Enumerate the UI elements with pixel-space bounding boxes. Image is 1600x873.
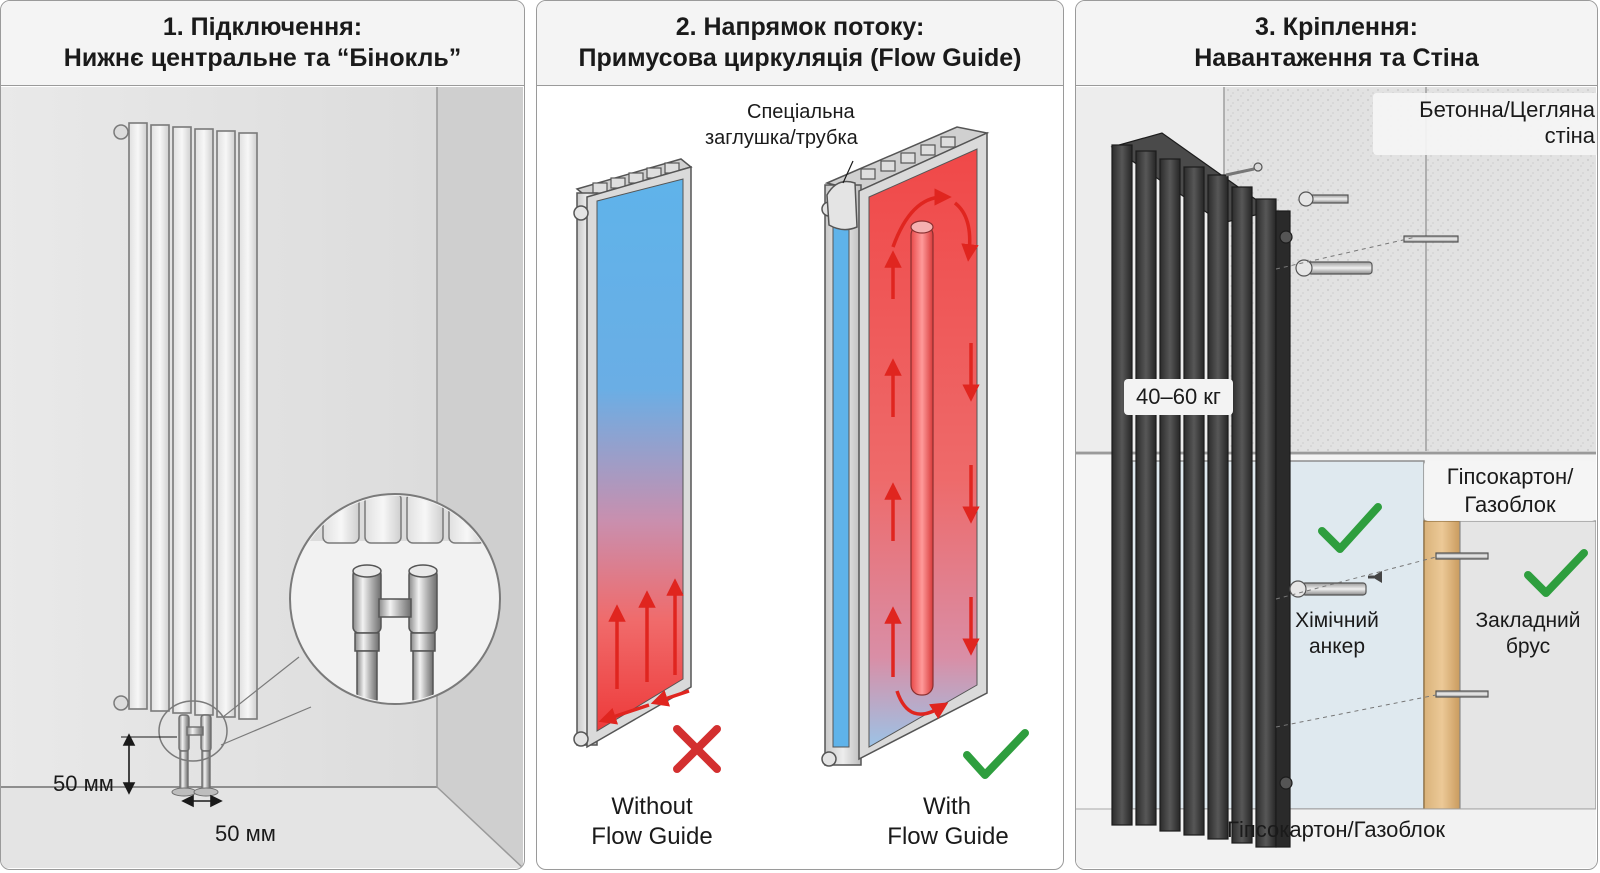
pipe-floor-rosette-right <box>193 787 219 797</box>
panel-connection-body: 50 мм 50 мм <box>1 87 524 869</box>
radiator-vertical-chrome <box>128 122 258 720</box>
panel-connection-header: 1. Підключення: Нижнє центральне та “Бін… <box>1 1 524 86</box>
wall-fixings-bottom <box>1275 552 1489 728</box>
anchor-line2: анкер <box>1308 635 1366 658</box>
panel-connection-title-line2: Нижнє центральне та “Бінокль” <box>63 44 462 72</box>
beam-line2: брус <box>1505 635 1551 658</box>
panel-connection: 1. Підключення: Нижнє центральне та “Бін… <box>0 0 525 870</box>
flow-illustration <box>573 126 1029 779</box>
without-line2: Flow Guide <box>591 823 713 850</box>
panel-flow-header: 2. Напрямок потоку: Примусова циркуляція… <box>537 1 1063 86</box>
panel-flow: 2. Напрямок потоку: Примусова циркуляція… <box>536 0 1064 870</box>
without-line1: Without <box>611 793 693 820</box>
callout-line1: Спеціальна <box>747 101 855 123</box>
connection-illustration <box>1 87 523 868</box>
dimension-vertical <box>121 733 177 795</box>
check-icon <box>963 729 1029 779</box>
wall-fixings-top <box>1225 162 1459 277</box>
panel-flow-body: Спеціальна заглушка/трубка Without Flow … <box>537 87 1063 869</box>
callout-line2: заглушка/трубка <box>705 127 858 149</box>
wall-top-line2: стіна <box>1544 123 1595 148</box>
bottom-wall-label: Гіпсокартон/Газоблок <box>1227 817 1445 842</box>
wood-beam <box>1423 520 1461 810</box>
zoom-connector-bottom <box>220 706 312 746</box>
zoom-source-ring <box>158 700 228 762</box>
check-icon-anchor <box>1318 503 1382 553</box>
panel-mounting: 3. Кріплення: Навантаження та Стіна <box>1075 0 1598 870</box>
wall-top-label: Бетонна/Цегляна стіна <box>1373 93 1597 155</box>
panel-flow-title-line2: Примусова циркуляція (Flow Guide) <box>578 44 1022 72</box>
side-wall <box>437 87 523 868</box>
cross-icon <box>673 725 721 773</box>
valve-small <box>178 714 212 792</box>
panel-connection-title-line1: 1. Підключення: <box>162 13 363 41</box>
floor-corner-line <box>436 786 523 868</box>
beam-line1: Закладний <box>1475 609 1581 632</box>
with-line1: With <box>923 793 971 820</box>
floor <box>1 787 523 868</box>
wall-mid-line2: Газоблок <box>1464 492 1556 517</box>
dimension-horizontal <box>181 794 223 808</box>
anchor-line1: Хімічний <box>1295 609 1379 632</box>
dim-vertical-label: 50 мм <box>53 771 114 796</box>
radiator-top-cap <box>113 124 129 140</box>
panel-mounting-title-line1: 3. Кріплення: <box>1255 13 1418 41</box>
check-icon-beam <box>1524 549 1588 597</box>
panel-mounting-body: Бетонна/Цегляна стіна 40–60 кг Гіпсокарт… <box>1076 87 1597 869</box>
wall-top-line1: Бетонна/Цегляна <box>1419 97 1595 122</box>
pipe-floor-rosette-left <box>171 787 197 797</box>
wall-mid-label: Гіпсокартон/ Газоблок <box>1424 461 1596 521</box>
with-line2: Flow Guide <box>887 823 1009 850</box>
load-badge: 40–60 кг <box>1124 379 1233 415</box>
radiator-with-guide <box>821 126 990 767</box>
zoom-connector-top <box>222 656 300 718</box>
wall-mid-line1: Гіпсокартон/ <box>1446 464 1574 489</box>
panel-mounting-header: 3. Кріплення: Навантаження та Стіна <box>1076 1 1597 86</box>
dim-horizontal-label: 50 мм <box>215 821 276 846</box>
panel-flow-title-line1: 2. Напрямок потоку: <box>675 13 925 41</box>
radiator-without-guide <box>573 158 693 749</box>
radiator-bottom-cap <box>113 695 129 711</box>
panel-mounting-title-line2: Навантаження та Стіна <box>1194 44 1479 72</box>
radiator-dark <box>1110 132 1293 848</box>
